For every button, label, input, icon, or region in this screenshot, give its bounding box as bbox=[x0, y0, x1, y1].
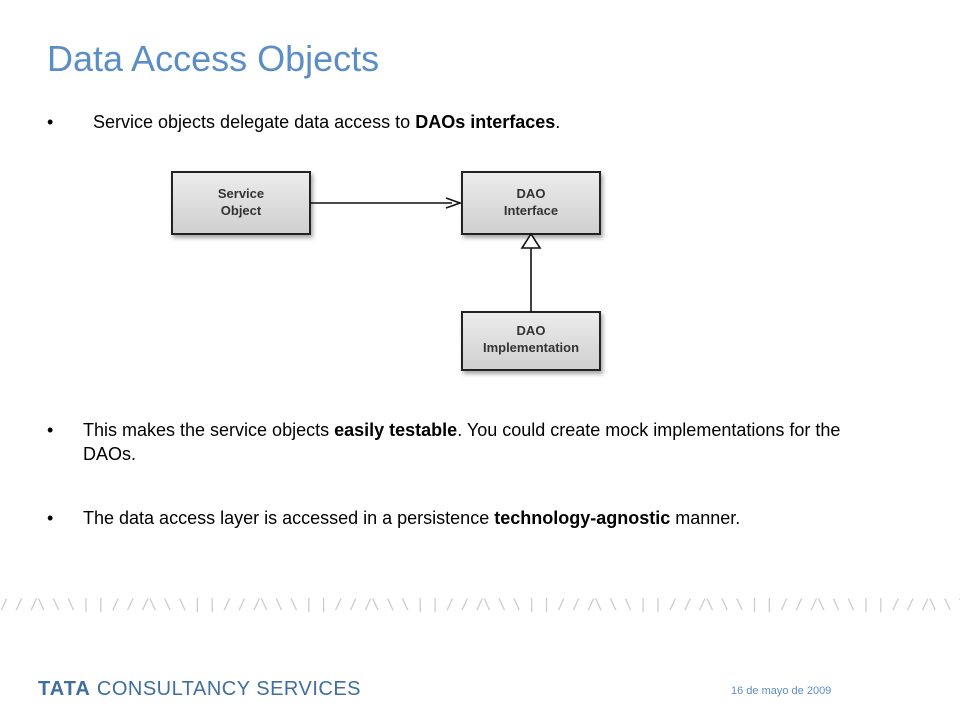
bullet-text: Service objects delegate data access to … bbox=[93, 112, 561, 132]
dao-interface-label-2: Interface bbox=[504, 203, 558, 218]
logo-consultancy-services: CONSULTANCY SERVICES bbox=[96, 678, 362, 700]
bullet-item: • This makes the service objects easily … bbox=[47, 418, 887, 468]
service-object-label-1: Service bbox=[218, 186, 264, 201]
decorative-pattern-band: / / /\ \ \ | | / / /\ \ \ | | / / /\ \ \… bbox=[0, 597, 960, 613]
dao-implementation-label-2: Implementation bbox=[483, 340, 579, 355]
dao-interface-box: DAO Interface bbox=[461, 171, 601, 235]
service-object-box: Service Object bbox=[171, 171, 311, 235]
bullet-text: This makes the service objects easily te… bbox=[83, 420, 841, 464]
bullet-text: The data access layer is accessed in a p… bbox=[83, 508, 741, 528]
dao-diagram: Service Object DAO Interface DAO Impleme… bbox=[171, 171, 601, 371]
dao-interface-label-1: DAO bbox=[517, 186, 546, 201]
bullet-marker: • bbox=[47, 112, 54, 132]
service-object-label-2: Object bbox=[221, 203, 262, 218]
dao-implementation-label-1: DAO bbox=[517, 323, 546, 338]
logo-tata: TATA bbox=[38, 678, 91, 700]
slide-title: Data Access Objects bbox=[47, 38, 380, 79]
association-arrow bbox=[310, 197, 463, 209]
dao-implementation-box: DAO Implementation bbox=[461, 311, 601, 371]
bullet-marker: • bbox=[47, 420, 54, 440]
bullet-marker: • bbox=[47, 508, 54, 528]
realization-arrow bbox=[520, 232, 542, 312]
slide-date: 16 de mayo de 2009 bbox=[731, 685, 832, 697]
